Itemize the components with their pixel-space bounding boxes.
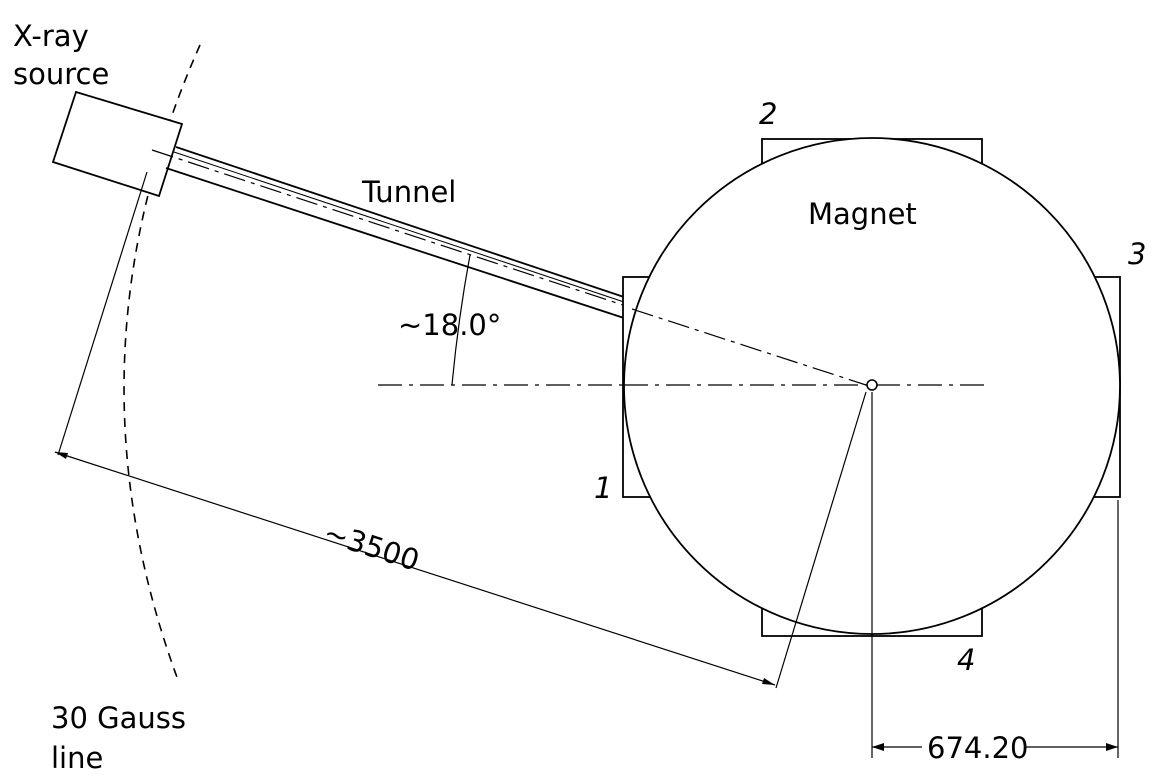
label-magnet: Magnet [808,197,917,231]
label-gauss-2: line [51,741,103,775]
distance-ext-right [775,391,867,689]
label-corner-3: 3 [1128,237,1146,271]
tunnel-top-edge [175,146,625,298]
width-arrow-left [872,743,884,751]
label-corner-2: 2 [759,97,777,131]
magnet-center-marker [866,379,878,391]
distance-dim-line [54,451,776,686]
label-xray-source-2: source [13,57,109,91]
label-corner-4: 4 [957,643,975,677]
xray-source-box [51,90,184,198]
label-angle: ~18.0° [398,308,501,342]
gauss-line-arc [123,44,201,681]
label-xray-source-1: X-ray [13,19,89,53]
distance-arrow-left [55,452,68,459]
label-corner-1: 1 [594,471,612,505]
label-gauss-1: 30 Gauss [51,701,186,735]
tunnel-inner-edge [173,151,625,303]
angle-arc [451,254,471,386]
distance-arrow-right [762,678,775,685]
width-arrow-right [1106,743,1118,751]
tunnel-bottom-edge [165,167,625,319]
distance-ext-left [57,171,148,456]
label-tunnel: Tunnel [361,175,456,209]
label-distance: ~3500 [320,515,424,578]
tunnel-centerline-inner [631,308,867,386]
label-width: 674.20 [927,731,1028,765]
